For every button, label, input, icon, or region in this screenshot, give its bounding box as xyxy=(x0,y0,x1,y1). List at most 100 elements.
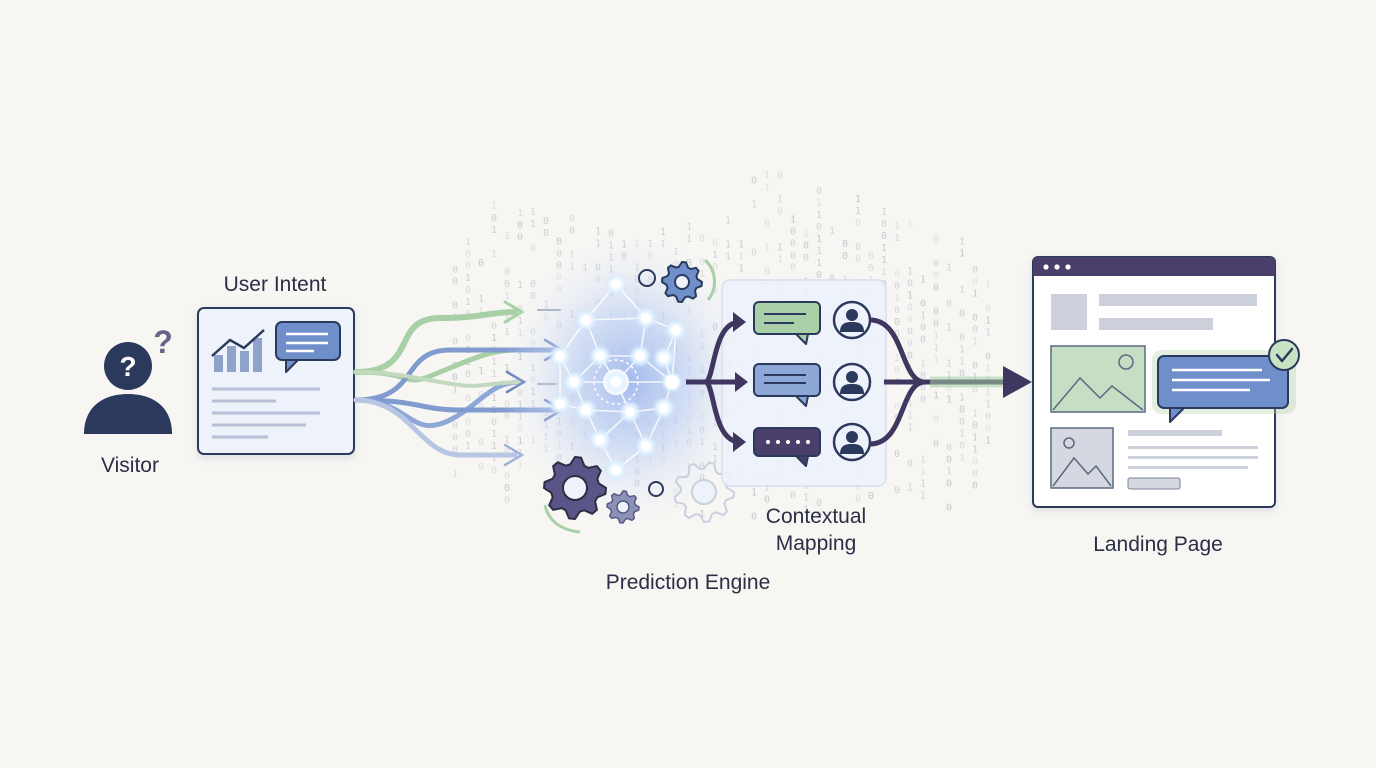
binary-digit: 0 xyxy=(517,220,523,231)
prediction-engine xyxy=(500,230,760,530)
binary-digit: 1 xyxy=(465,297,471,308)
binary-digit: 1 xyxy=(946,466,952,477)
binary-digit: 0 xyxy=(868,251,874,262)
binary-digit: 1 xyxy=(829,226,835,237)
network-core-ring xyxy=(593,359,639,405)
binary-digit: 0 xyxy=(465,285,471,296)
binary-digit: 0 xyxy=(790,490,796,501)
binary-digit: 1 xyxy=(686,222,692,233)
binary-digit: 0 xyxy=(972,384,978,395)
network-node xyxy=(641,441,651,451)
binary-digit: 1 xyxy=(530,219,536,230)
binary-digit: 0 xyxy=(894,365,900,376)
binary-digit: 1 xyxy=(491,369,497,380)
binary-digit: 0 xyxy=(764,219,770,230)
binary-digit: 0 xyxy=(933,235,939,246)
binary-digit: 1 xyxy=(946,370,952,381)
binary-digit: 1 xyxy=(985,279,991,290)
binary-digit: 0 xyxy=(465,261,471,272)
binary-digit: 0 xyxy=(855,482,861,493)
binary-digit: 0 xyxy=(764,267,770,278)
binary-digit: 1 xyxy=(595,227,601,238)
binary-digit: 0 xyxy=(868,491,874,502)
binary-digit: 0 xyxy=(920,335,926,346)
binary-digit: 1 xyxy=(491,393,497,404)
binary-digit: 0 xyxy=(985,423,991,434)
binary-digit: 0 xyxy=(465,333,471,344)
chat-bubble-icon xyxy=(1152,350,1296,423)
image-placeholder-icon xyxy=(1050,427,1114,489)
binary-digit: 0 xyxy=(504,471,510,482)
binary-digit: 1 xyxy=(764,483,770,494)
binary-digit: 0 xyxy=(465,249,471,260)
binary-digit: 0 xyxy=(452,433,458,444)
binary-digit: 1 xyxy=(920,455,926,466)
chart-icon xyxy=(211,329,265,372)
binary-digit: 1 xyxy=(985,399,991,410)
binary-digit: 0 xyxy=(985,351,991,362)
binary-digit: 0 xyxy=(946,454,952,465)
binary-digit: 0 xyxy=(907,459,913,470)
binary-digit: 0 xyxy=(959,416,965,427)
avatar-body xyxy=(840,384,864,394)
binary-digit: 0 xyxy=(465,417,471,428)
binary-digit: 0 xyxy=(907,327,913,338)
network-node xyxy=(641,313,651,323)
binary-digit: 1 xyxy=(504,435,510,446)
binary-digit: 0 xyxy=(920,323,926,334)
binary-digit: 0 xyxy=(803,252,809,263)
chat-bubble-icon xyxy=(753,427,821,467)
binary-digit: 0 xyxy=(790,250,796,261)
binary-digit: 1 xyxy=(803,228,809,239)
binary-digit: 1 xyxy=(517,460,523,471)
binary-digit: 0 xyxy=(855,254,861,265)
binary-digit: 1 xyxy=(816,234,822,245)
binary-digit: 1 xyxy=(855,206,861,217)
avatar-head xyxy=(846,309,858,321)
binary-digit: 1 xyxy=(985,363,991,374)
binary-digit: 0 xyxy=(491,417,497,428)
binary-digit: 0 xyxy=(985,303,991,314)
network-node xyxy=(611,279,621,289)
binary-digit: 0 xyxy=(504,495,510,506)
contextual-mapping-label-line1: Contextual xyxy=(765,505,867,528)
binary-digit: 1 xyxy=(725,240,731,251)
binary-digit: 0 xyxy=(517,232,523,243)
binary-digit: 0 xyxy=(478,438,484,449)
binary-digit: 0 xyxy=(543,228,549,239)
binary-digit: 1 xyxy=(959,344,965,355)
binary-digit: 1 xyxy=(452,385,458,396)
binary-digit: 1 xyxy=(712,250,718,261)
binary-digit: 1 xyxy=(725,252,731,263)
binary-digit: 0 xyxy=(959,368,965,379)
binary-digit: 0 xyxy=(946,298,952,309)
binary-digit: 0 xyxy=(816,186,822,197)
binary-digit: 0 xyxy=(491,321,497,332)
binary-digit: 1 xyxy=(491,453,497,464)
binary-digit: 0 xyxy=(816,270,822,281)
binary-digit: 1 xyxy=(959,452,965,463)
binary-digit: 0 xyxy=(972,276,978,287)
binary-digit: 1 xyxy=(491,225,497,236)
binary-digit: 1 xyxy=(959,356,965,367)
binary-digit: 0 xyxy=(478,402,484,413)
network-node xyxy=(595,351,605,361)
binary-digit: 1 xyxy=(907,399,913,410)
gear-shape xyxy=(673,461,735,523)
binary-digit: 0 xyxy=(894,401,900,412)
binary-digit: 0 xyxy=(933,271,939,282)
binary-digit: 0 xyxy=(920,299,926,310)
binary-digit: 0 xyxy=(556,236,562,247)
binary-digit: 1 xyxy=(972,336,978,347)
binary-digit: 0 xyxy=(452,265,458,276)
binary-digit: 1 xyxy=(881,267,887,278)
binary-digit: 0 xyxy=(855,242,861,253)
binary-digit: 0 xyxy=(816,498,822,509)
binary-digit: 1 xyxy=(946,358,952,369)
binary-digit: 1 xyxy=(816,246,822,257)
binary-digit: 1 xyxy=(491,333,497,344)
binary-digit: 0 xyxy=(504,279,510,290)
binary-digit: 0 xyxy=(907,339,913,350)
binary-digit: 0 xyxy=(894,281,900,292)
binary-digit: 1 xyxy=(491,429,497,440)
